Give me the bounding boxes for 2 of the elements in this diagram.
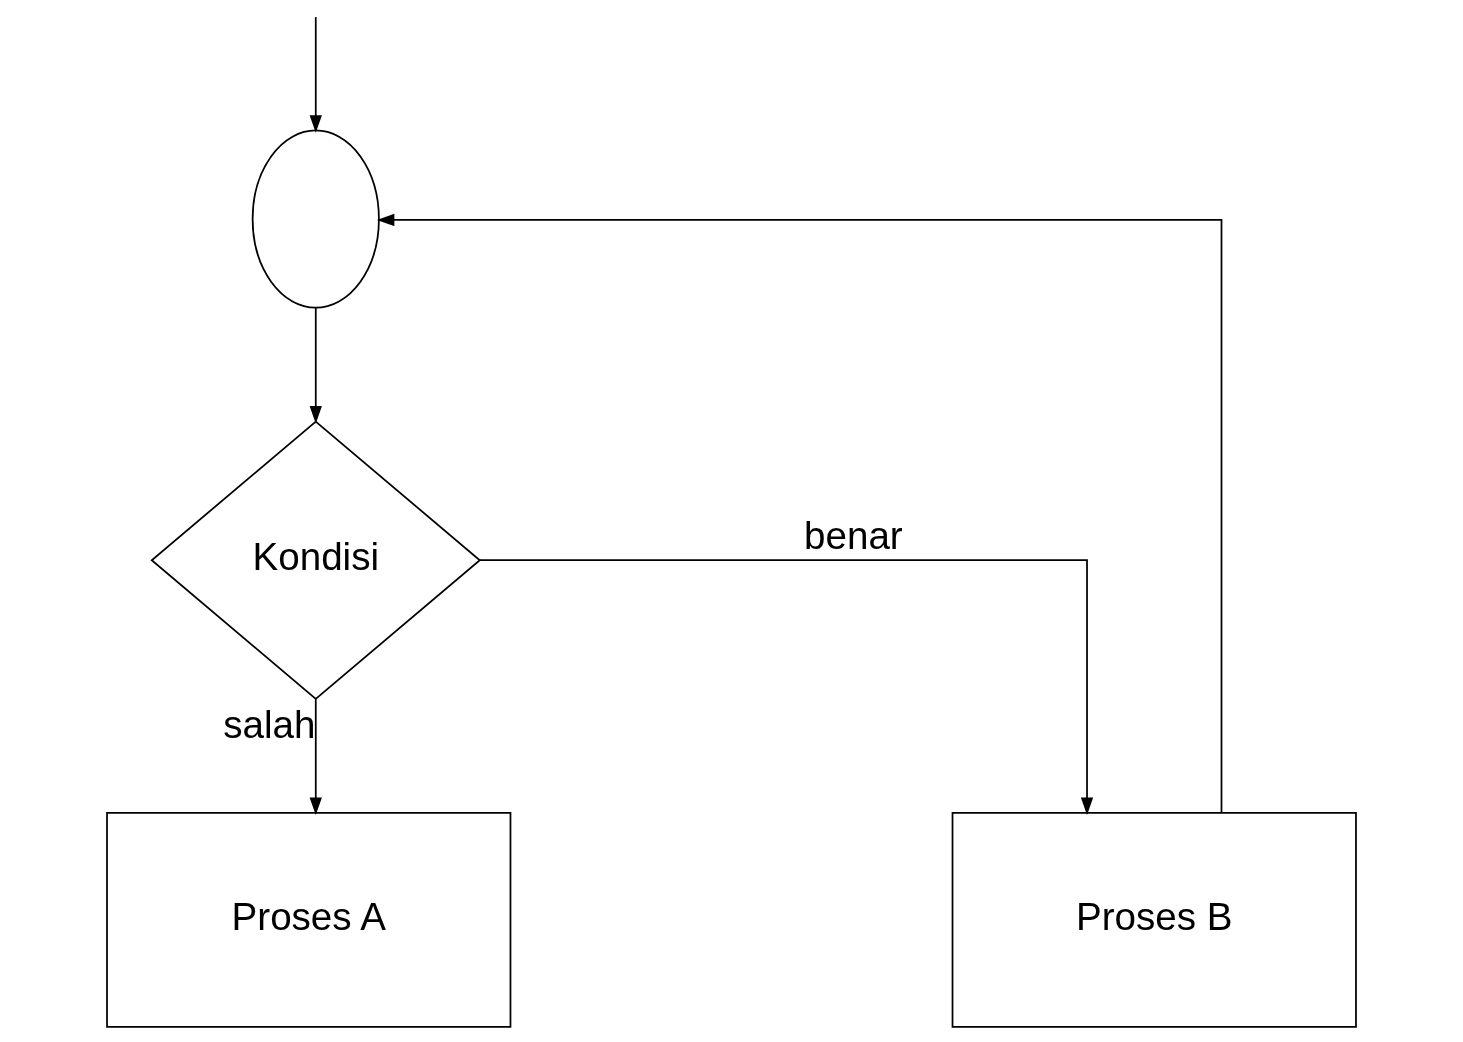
edge-label: salah bbox=[223, 702, 316, 746]
edge-label: benar bbox=[804, 514, 903, 557]
